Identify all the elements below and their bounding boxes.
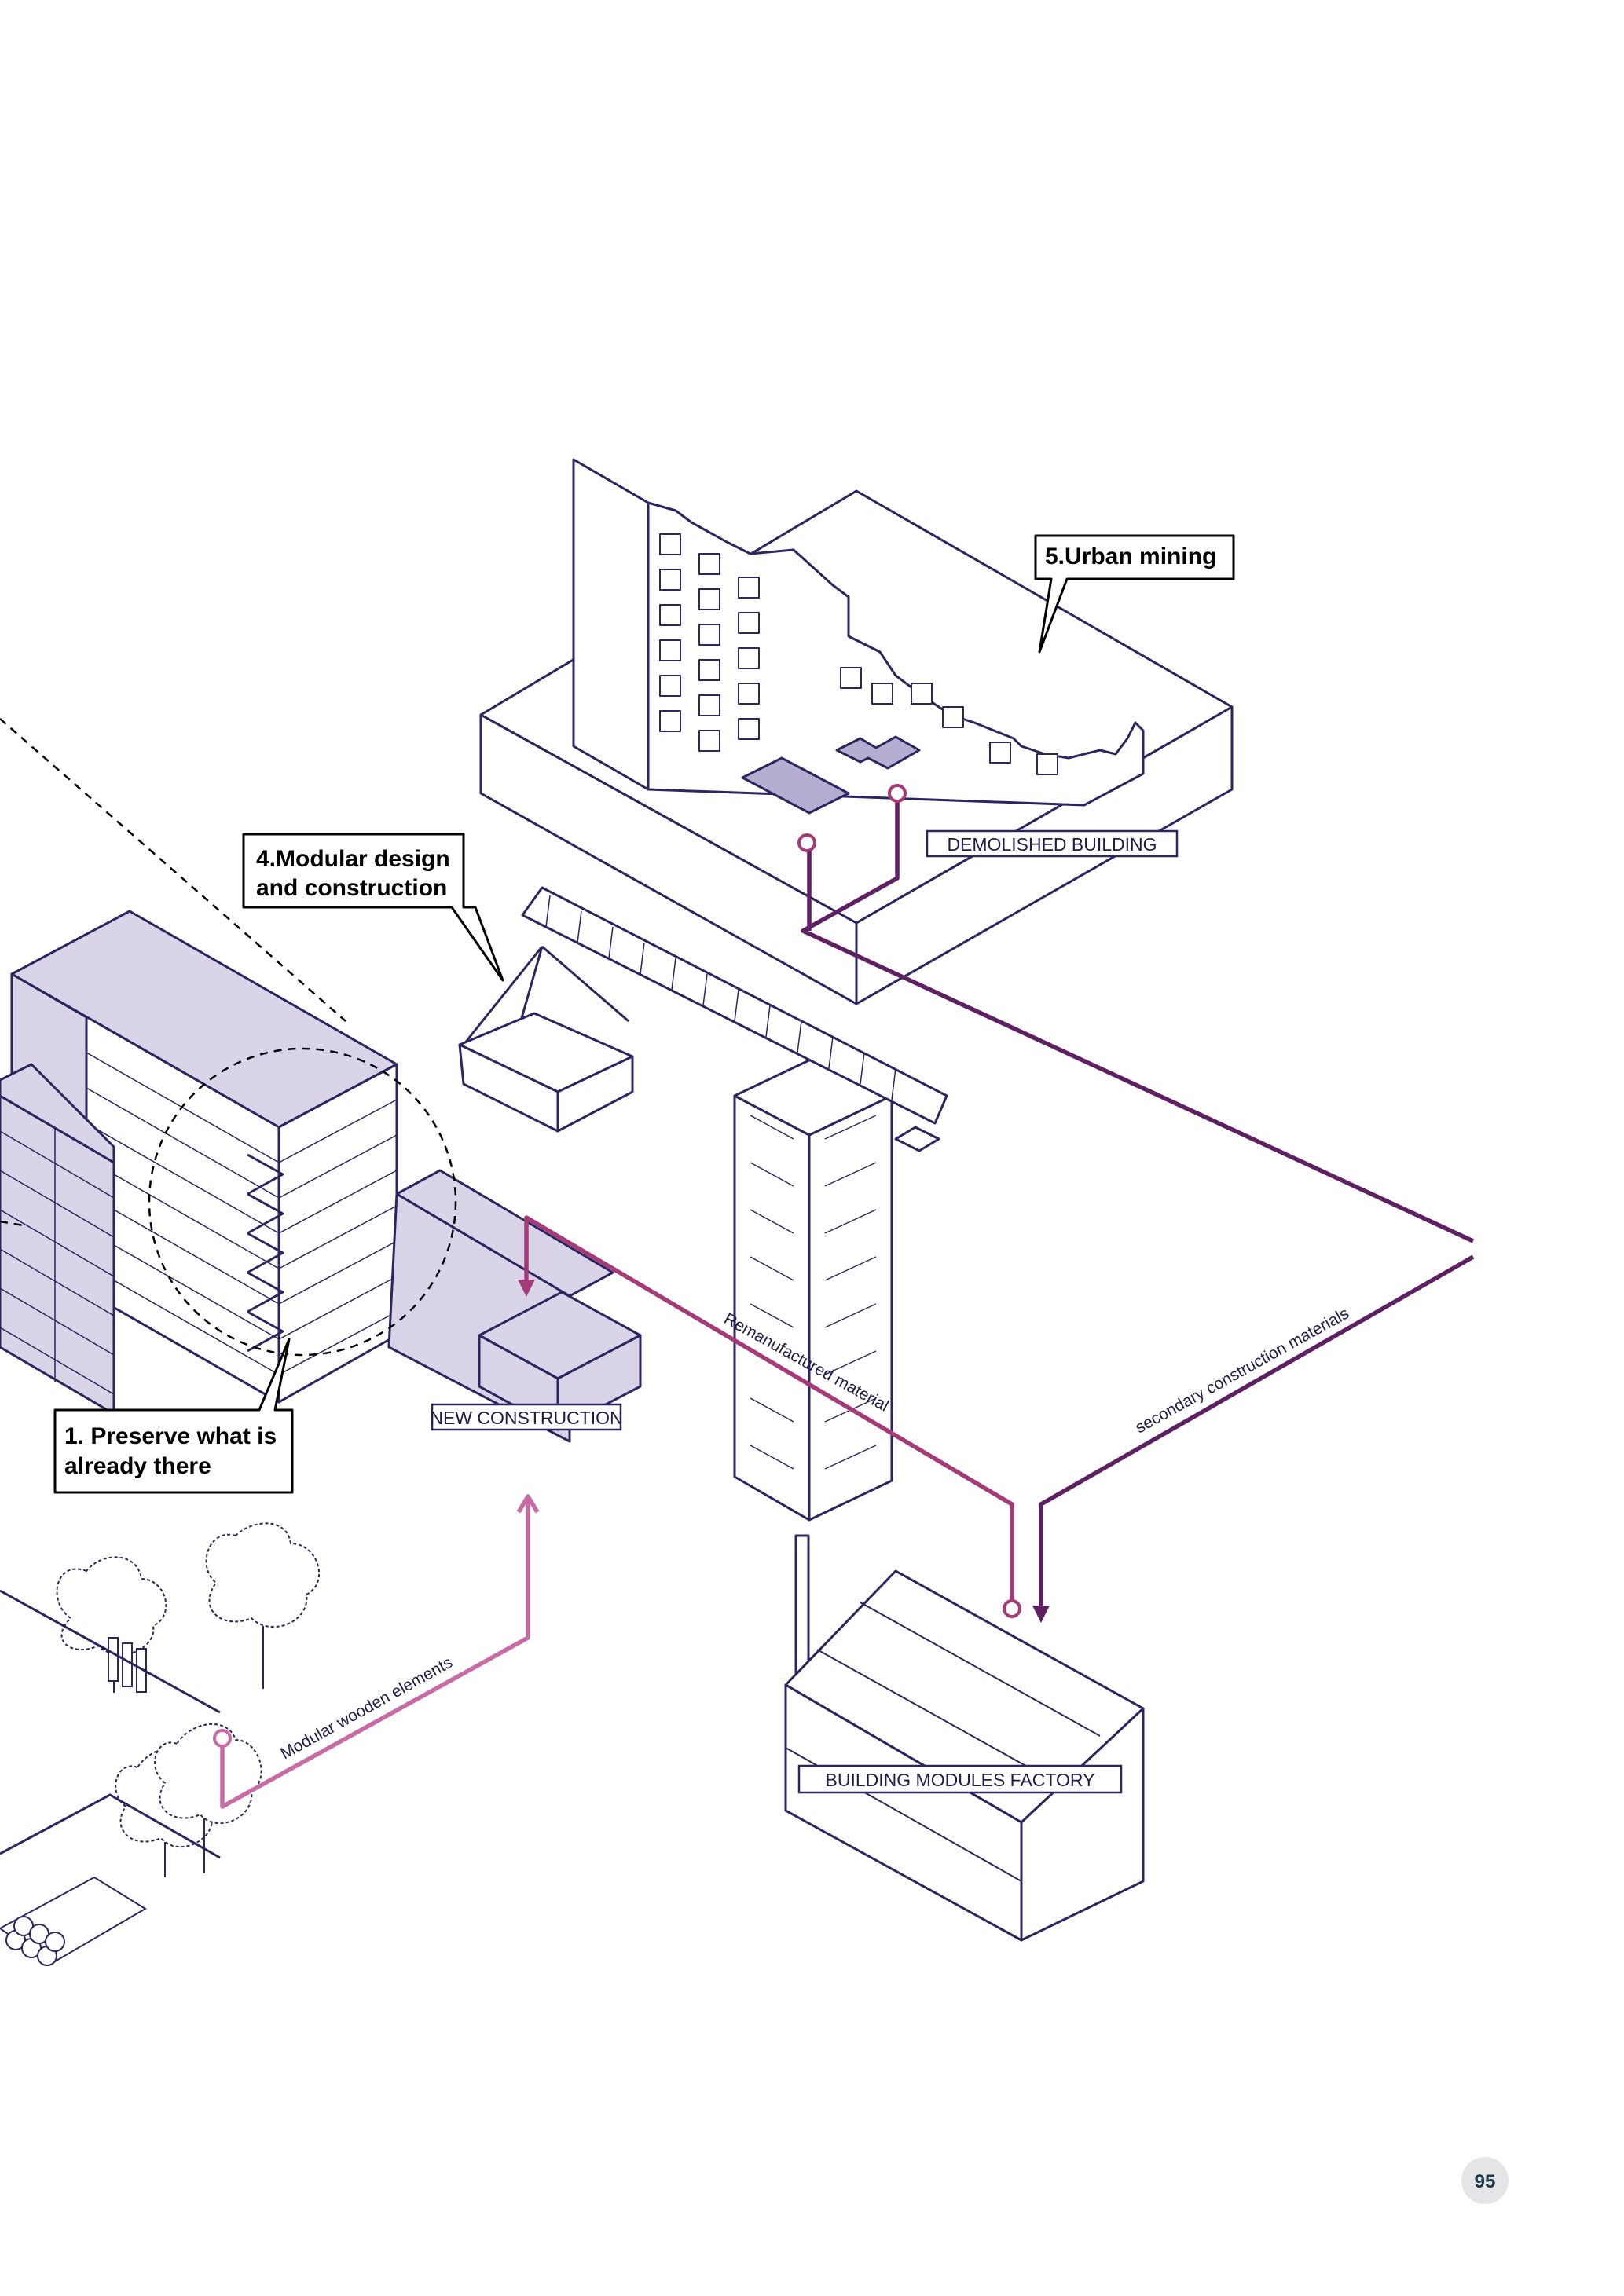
- sightline-dashed: [0, 718, 346, 1022]
- crane-mast-side: [808, 1094, 893, 1522]
- crane-counterweight: [894, 1126, 940, 1152]
- demolished-tower-wall: [572, 458, 650, 791]
- focus-overlay: [0, 718, 457, 1357]
- flow-modular-wood: [220, 1494, 540, 1809]
- forest-ground: [0, 1589, 221, 1859]
- crane-jib-lattice: [545, 895, 896, 1100]
- callout-modular-line1: 4.Modular design: [256, 846, 450, 872]
- crane-jib: [521, 886, 948, 1125]
- flow-source-node: [888, 784, 907, 803]
- factory-chimney: [794, 1534, 810, 1683]
- label-new-construction: NEW CONSTRUCTION: [430, 1403, 623, 1431]
- focus-circle: [148, 1047, 457, 1357]
- label-factory-text: BUILDING MODULES FACTORY: [826, 1770, 1095, 1790]
- label-demolished-text: DEMOLISHED BUILDING: [947, 834, 1157, 855]
- crane-mast-front: [733, 1094, 811, 1522]
- salvaged-panel: [741, 756, 850, 815]
- crane-group: [458, 886, 948, 1522]
- callout-preserve-line2: already there: [64, 1453, 211, 1479]
- flow-label-secondary: secondary construction materials: [1132, 1304, 1352, 1437]
- hanging-module-side: [556, 1055, 634, 1133]
- flow-source-node: [1003, 1599, 1021, 1618]
- sightline-dashed-lower: [0, 1220, 24, 1227]
- label-factory: BUILDING MODULES FACTORY: [797, 1764, 1123, 1794]
- factory-group: [784, 1534, 1145, 1942]
- callout-modular-line2: and construction: [256, 875, 447, 901]
- label-new-construction-text: NEW CONSTRUCTION: [430, 1408, 622, 1428]
- forest-group: [0, 1522, 321, 1966]
- tree-icon: [205, 1522, 321, 1689]
- factory-roof-ridges: [816, 1602, 1101, 1784]
- tree-stumps: [108, 1637, 147, 1693]
- salvaged-beam: [835, 735, 921, 770]
- flow-secondary-materials: [801, 796, 1475, 1623]
- demolished-windows: [659, 533, 1058, 775]
- log-pile: [0, 1876, 147, 1966]
- flow-source-node: [213, 1729, 232, 1748]
- flow-label-modular-wood: Modular wooden elements: [277, 1653, 456, 1763]
- callout-urban-mining-text: 5.Urban mining: [1045, 544, 1216, 569]
- flow-source-node: [797, 833, 816, 852]
- neighbour-block-grid: [0, 1127, 115, 1395]
- callout-urban-mining: 5.Urban mining: [1034, 534, 1235, 654]
- callout-preserve-line1: 1. Preserve what is: [64, 1423, 277, 1449]
- callout-modular-design: 4.Modular design and construction: [242, 833, 504, 982]
- demolished-tower-side: [647, 501, 1145, 807]
- existing-buildings-group: [0, 910, 642, 1443]
- callout-preserve: 1. Preserve what is already there: [53, 1338, 294, 1494]
- existing-block-balconies: [247, 1153, 284, 1353]
- page-number: 95: [1475, 2171, 1496, 2192]
- page-number-badge: 95: [1461, 2157, 1509, 2204]
- neighbour-block-roof: [0, 1063, 115, 1164]
- label-demolished: DEMOLISHED BUILDING: [926, 829, 1179, 858]
- flow-remanufactured: [518, 1215, 1014, 1604]
